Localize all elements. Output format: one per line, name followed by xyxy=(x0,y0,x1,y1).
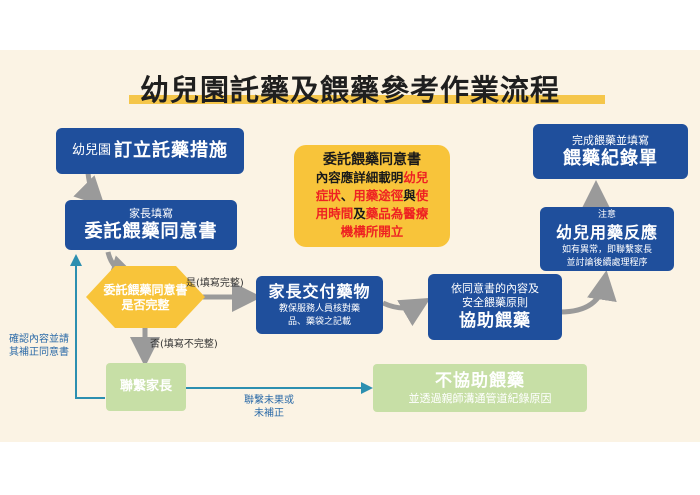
node-contact-parent: 聯繫家長 xyxy=(106,363,186,411)
note-line1: 委託餵藥同意書 xyxy=(323,152,421,168)
node-hand-over-big: 家長交付藥物 xyxy=(268,282,371,301)
note-line4-a: 用時間 xyxy=(315,206,354,221)
note-line3: 症狀、用藥途徑與使 xyxy=(316,187,429,205)
note-line4-b: 及 xyxy=(353,206,366,221)
node-establish-measures: 幼兒園 訂立託藥措施 xyxy=(56,128,244,174)
title-underline xyxy=(129,95,605,104)
decision-shape xyxy=(86,266,205,328)
node-complete-record: 完成餵藥並填寫 餵藥紀錄單 xyxy=(533,124,688,179)
note-line2-a: 內容應詳細載明 xyxy=(315,170,404,185)
node-assist-line2: 安全餵藥原則 xyxy=(462,296,528,309)
page-title: 幼兒園託藥及餵藥參考作業流程 xyxy=(139,73,560,107)
note-line4-c: 藥品為醫療 xyxy=(365,206,429,221)
node-reaction-small: 注意 xyxy=(597,209,616,220)
node-decision-line1: 委託餵藥同意書 xyxy=(103,283,188,297)
note-line4: 用時間及藥品為醫療 xyxy=(316,205,429,223)
node-reaction-sub1: 如有異常，即聯繫家長 xyxy=(561,244,652,255)
edge-label-unreached-1: 聯繫未果或 xyxy=(244,395,294,406)
note-line2-b: 幼兒 xyxy=(403,170,429,185)
arrow-assist-to-reaction xyxy=(559,270,617,315)
node-reaction-big: 幼兒用藥反應 xyxy=(555,222,658,242)
node-decision-line2: 是否完整 xyxy=(121,298,170,312)
node-observe-reaction: 注意 幼兒用藥反應 如有異常，即聯繫家長 並討論後續處理程序 xyxy=(540,207,674,271)
node-assist-line1: 依同意書的內容及 xyxy=(451,282,539,295)
node-record-big: 餵藥紀錄單 xyxy=(563,147,658,169)
edge-label-confirm-1: 確認內容並請 xyxy=(9,334,69,345)
arrow-establish-to-form xyxy=(73,172,106,208)
note-line3-e: 使 xyxy=(415,188,429,203)
edge-label-confirm: 確認內容並請 其補正同意書 xyxy=(3,333,75,359)
node-hand-over-sub2: 品、藥袋之記載 xyxy=(287,317,351,327)
node-no-assist: 不協助餵藥 並透過親師溝通管道紀錄原因 xyxy=(373,364,587,412)
node-establish-big: 訂立託藥措施 xyxy=(114,140,228,161)
note-line3-d: 與 xyxy=(403,188,416,203)
edge-label-unreached-2: 未補正 xyxy=(254,408,284,419)
note-consent-requirements: 委託餵藥同意書 內容應詳細載明幼兒 症狀、用藥途徑與使 用時間及藥品為醫療 機構… xyxy=(294,145,450,247)
edge-label-confirm-2: 其補正同意書 xyxy=(9,347,69,358)
edge-label-no: 否(填寫不完整) xyxy=(150,339,218,350)
node-decision: 委託餵藥同意書 是否完整 xyxy=(94,283,197,313)
node-parent-fill-big: 委託餵藥同意書 xyxy=(84,221,218,242)
note-line3-b: 、 xyxy=(340,188,354,203)
arrow-loop-back xyxy=(70,254,105,399)
node-no-assist-big: 不協助餵藥 xyxy=(435,371,525,391)
node-contact-parent-label: 聯繫家長 xyxy=(119,379,172,394)
edge-label-yes: 是(填寫完整) xyxy=(186,278,244,289)
note-line2: 內容應詳細載明幼兒 xyxy=(316,169,429,187)
node-record-small: 完成餵藥並填寫 xyxy=(572,133,649,147)
node-reaction-sub2: 並討論後續處理程序 xyxy=(566,257,648,268)
node-assist-feeding: 依同意書的內容及 安全餵藥原則 協助餵藥 xyxy=(428,274,562,340)
node-parent-fill-form: 家長填寫 委託餵藥同意書 xyxy=(65,200,237,250)
node-parent-fill-small: 家長填寫 xyxy=(129,207,173,220)
note-line3-a: 症狀 xyxy=(315,188,341,203)
node-assist-big: 協助餵藥 xyxy=(459,311,531,331)
note-line3-c: 用藥途徑 xyxy=(353,188,404,203)
arrow-handover-to-assist xyxy=(381,297,431,327)
node-hand-over-medicine: 家長交付藥物 教保服務人員核對藥 品、藥袋之記載 xyxy=(256,276,383,334)
node-establish-small: 幼兒園 xyxy=(71,143,111,158)
node-no-assist-sub: 並透過親師溝通管道紀錄原因 xyxy=(408,392,552,405)
edge-label-unreached: 聯繫未果或 未補正 xyxy=(229,394,309,420)
note-line5: 機構所開立 xyxy=(340,224,404,239)
node-hand-over-sub1: 教保服務人員核對藥 xyxy=(278,304,360,314)
